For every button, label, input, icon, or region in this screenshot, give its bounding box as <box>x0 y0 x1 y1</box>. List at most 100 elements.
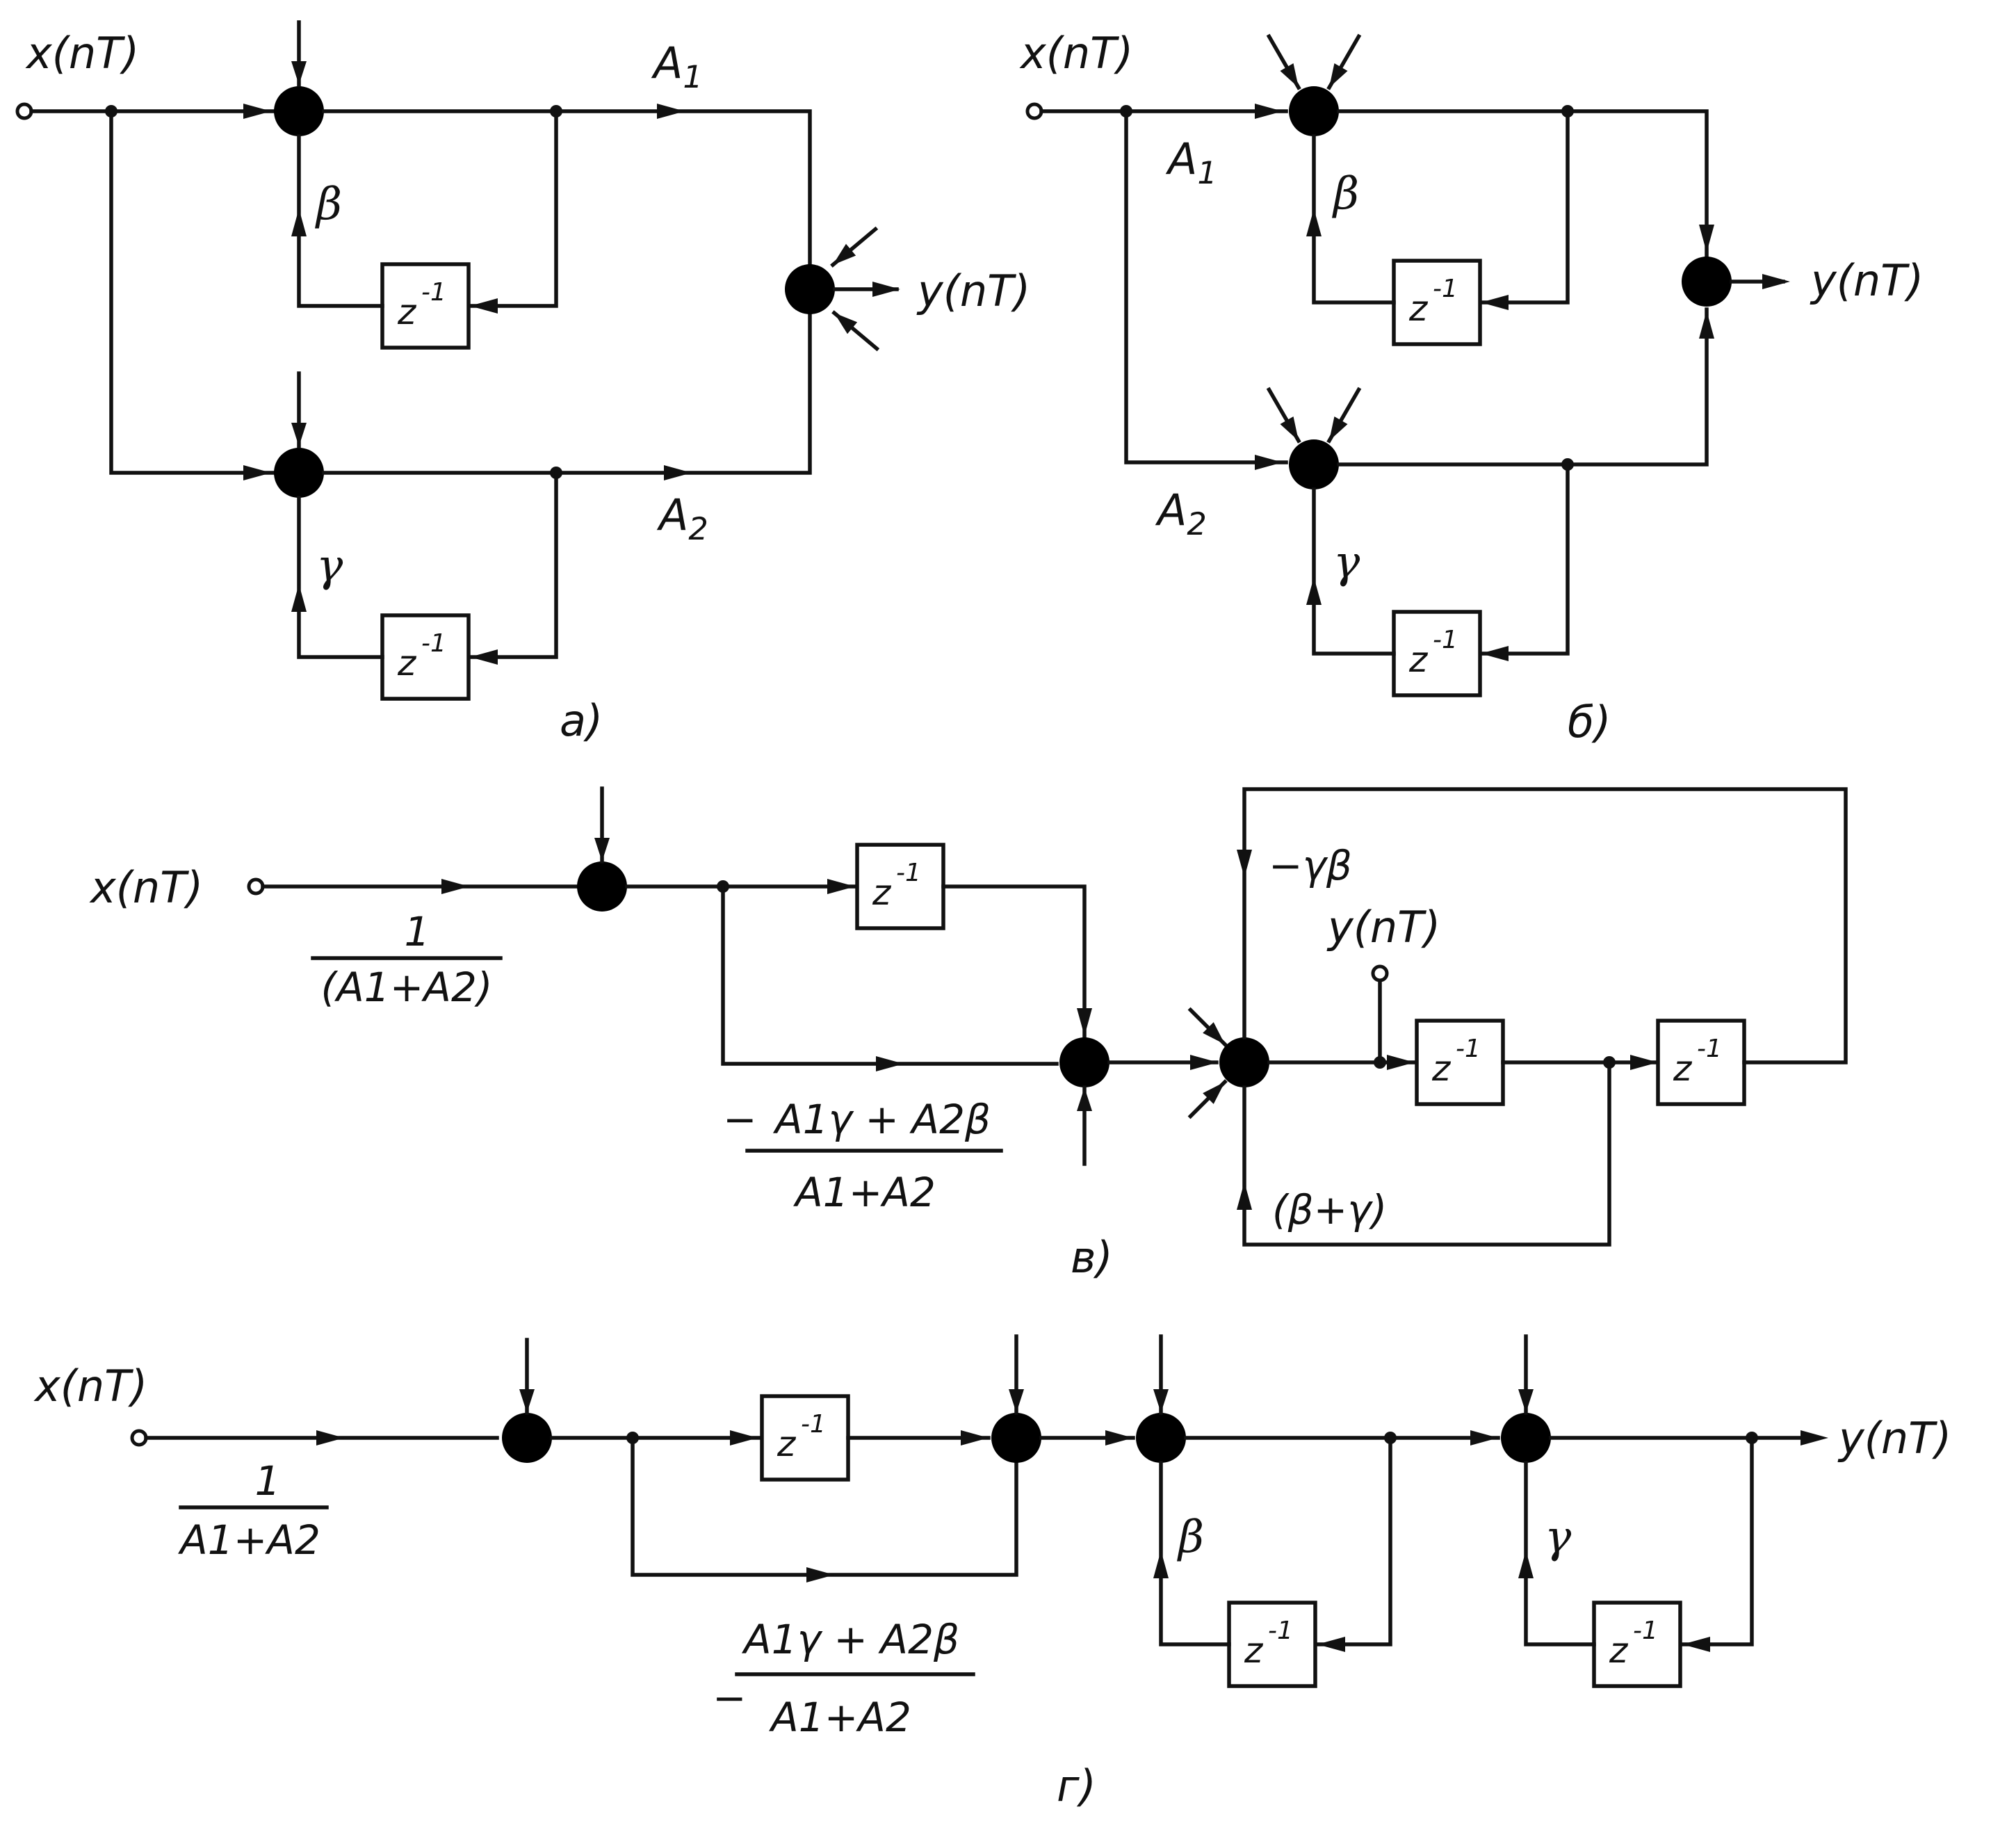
signal-wire <box>721 884 1059 1066</box>
arrowhead <box>1699 311 1714 339</box>
arrowhead <box>1237 1182 1252 1210</box>
delay-block: z-1 <box>1415 1019 1505 1106</box>
upper-output-wire <box>1337 109 1709 257</box>
disturbance-input-arrow <box>1187 1079 1228 1119</box>
adder <box>1136 1413 1186 1463</box>
coef-gamma-label: γ <box>316 540 343 592</box>
arrowhead <box>291 209 307 236</box>
arrowhead <box>1481 295 1509 310</box>
arrowhead <box>1306 577 1322 605</box>
delay-label: z <box>1609 1630 1629 1671</box>
arrowhead <box>1329 63 1348 88</box>
arrowhead <box>1387 1055 1415 1070</box>
delay-exponent: -1 <box>1268 1617 1293 1645</box>
adder <box>1289 86 1339 136</box>
delay-exponent: -1 <box>1697 1035 1722 1063</box>
disturbance-input-arrow <box>291 371 307 448</box>
delay-label: z <box>397 292 417 332</box>
disturbance-input-arrow <box>1009 1334 1024 1415</box>
arrowhead <box>806 1567 834 1582</box>
output-label: y(nT) <box>1326 902 1440 953</box>
lower-output-wire <box>1337 307 1709 467</box>
arrowhead <box>834 313 858 334</box>
arrowhead <box>1077 1008 1092 1036</box>
feedback-wire <box>297 134 384 308</box>
disturbance-input-arrow <box>1266 33 1301 90</box>
arrowhead <box>872 282 900 297</box>
arrowhead <box>1630 1055 1658 1070</box>
coef-A2-label: A2 <box>656 489 708 547</box>
coef-A1-label: A1 <box>651 38 703 95</box>
arrowhead <box>1255 104 1283 119</box>
output-label: y(nT) <box>1810 255 1924 306</box>
adder <box>502 1413 552 1463</box>
minus-sign: − <box>723 1096 757 1143</box>
arrowhead <box>1255 455 1283 470</box>
delay-label: z <box>872 873 892 913</box>
feedback-wire <box>1479 109 1570 305</box>
delay-exponent: -1 <box>801 1410 826 1439</box>
disturbance-input-arrow <box>1326 33 1362 90</box>
arrowhead <box>243 465 271 480</box>
adder <box>274 448 324 498</box>
caption-b: б) <box>1568 697 1611 747</box>
feedback-wire <box>1680 1436 1754 1646</box>
lower-branch-wire <box>109 109 277 475</box>
feedback-wire <box>1479 462 1570 656</box>
disturbance-input-arrow <box>594 786 610 864</box>
delay-block: z-1 <box>1656 1019 1746 1106</box>
delay-block: z-1 <box>380 613 471 701</box>
terminal-node <box>247 877 265 896</box>
arrowhead <box>1682 1637 1710 1652</box>
fraction-numerator: A1γ + A2β <box>741 1616 959 1663</box>
arrowhead <box>470 298 498 314</box>
arrowhead <box>876 1056 904 1071</box>
fraction-denominator: A1+A2 <box>768 1694 911 1741</box>
arrowhead <box>1762 274 1790 289</box>
arrowhead <box>664 465 692 480</box>
arrowhead <box>833 243 856 265</box>
delay-block: z-1 <box>1592 1601 1682 1688</box>
adder <box>1501 1413 1551 1463</box>
delay-block: z-1 <box>760 1394 850 1482</box>
disturbance-input-arrow <box>1326 387 1362 444</box>
disturbance-input-arrow <box>1187 1007 1228 1047</box>
coef-beta-label: β <box>1332 168 1359 220</box>
arrowhead <box>1481 646 1509 661</box>
caption-v: в) <box>1071 1232 1113 1283</box>
arrowhead <box>1203 1082 1225 1104</box>
feedback-wire <box>1242 1060 1611 1247</box>
input-label: x(nT) <box>33 1361 147 1411</box>
arrowhead <box>1009 1389 1024 1413</box>
arrowhead <box>1800 1430 1828 1446</box>
feedback-wire <box>1312 134 1396 305</box>
arrowhead <box>730 1430 758 1446</box>
feedback-wire <box>468 109 558 308</box>
arrowhead <box>1699 225 1714 252</box>
delay-exponent: -1 <box>1433 275 1458 303</box>
disturbance-input-arrow <box>1153 1334 1169 1415</box>
input-label: x(nT) <box>25 28 139 79</box>
terminal-node <box>1025 102 1043 120</box>
disturbance-input-arrow <box>1266 387 1301 444</box>
arrowhead <box>657 104 685 119</box>
arrowhead <box>1203 1022 1225 1044</box>
arrowhead <box>291 584 307 612</box>
disturbance-input-arrow <box>1518 1334 1534 1415</box>
arrowhead <box>291 61 307 85</box>
arrowhead <box>1077 1087 1092 1111</box>
arrowhead <box>1518 1389 1534 1413</box>
delay-label: z <box>1408 289 1429 329</box>
feedback-wire <box>1315 1436 1392 1646</box>
terminal-node <box>15 102 33 120</box>
adder <box>577 861 627 912</box>
delay-exponent: -1 <box>1456 1035 1481 1063</box>
terminal-node <box>1371 964 1389 982</box>
delay-label: z <box>1408 640 1429 680</box>
upper-output-wire <box>322 109 812 266</box>
delay-exponent: -1 <box>1633 1617 1658 1645</box>
coef-beta-label: β <box>1177 1512 1204 1563</box>
arrowhead <box>291 423 307 446</box>
